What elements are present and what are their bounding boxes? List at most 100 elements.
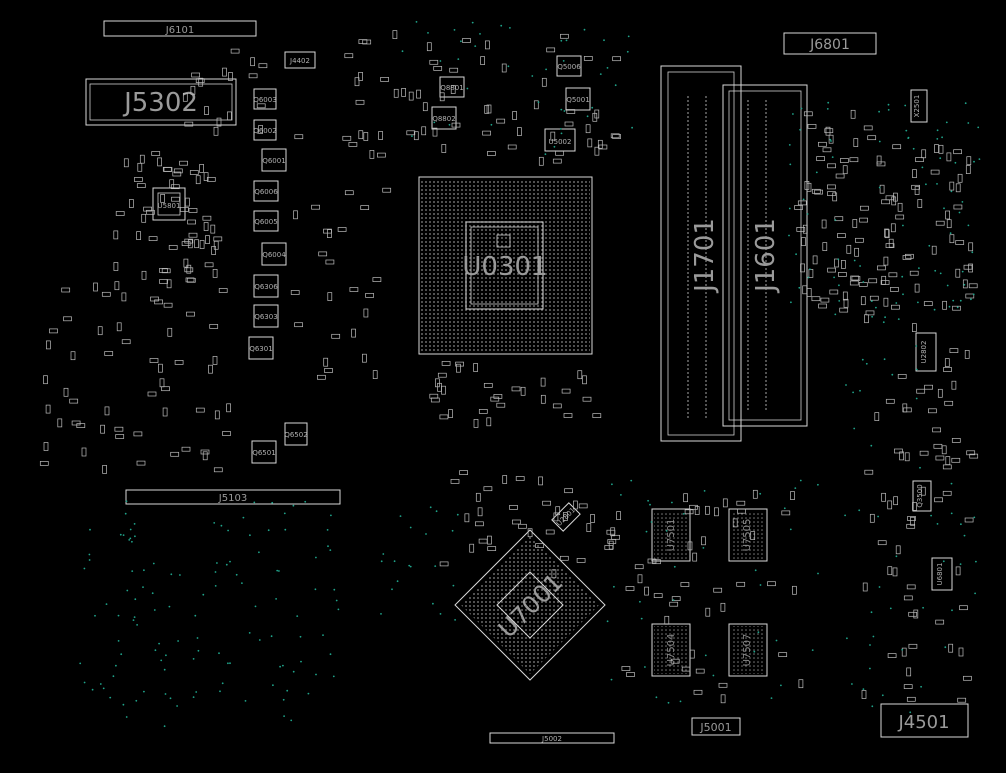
passive-pad	[555, 150, 564, 156]
passive-pad	[683, 493, 688, 503]
via	[672, 599, 675, 601]
passive-pad	[136, 460, 146, 466]
via	[834, 313, 837, 316]
transistor-q6502[interactable]: Q6502	[284, 422, 308, 446]
passive-pad	[147, 391, 157, 397]
passive-pad	[692, 552, 698, 562]
passive-pad	[932, 427, 941, 433]
component-j1601[interactable]: J1601	[722, 84, 808, 427]
memory-u7504[interactable]: U7504	[651, 623, 691, 677]
passive-pad	[705, 607, 711, 617]
passive-pad	[951, 457, 961, 463]
transistor-q8801[interactable]: Q8801	[439, 76, 465, 98]
passive-pad	[179, 160, 188, 166]
passive-pad	[714, 507, 719, 517]
passive-pad	[908, 643, 918, 649]
ic-u5002[interactable]: U5002	[544, 128, 576, 152]
connector-j6801[interactable]: J6801	[783, 32, 877, 55]
transistor-q3500[interactable]: Q3500	[912, 480, 932, 512]
via	[179, 574, 181, 576]
transistor-q6004[interactable]: Q6004	[261, 242, 287, 266]
passive-pad	[183, 258, 189, 268]
passive-pad	[911, 184, 920, 190]
transistor-q6006[interactable]: Q6006	[253, 180, 279, 202]
passive-pad	[832, 192, 838, 202]
via	[973, 160, 975, 163]
via	[279, 665, 281, 668]
passive-pad	[860, 205, 869, 211]
via	[837, 258, 840, 261]
via	[225, 563, 228, 566]
component-u7001[interactable]: U7001	[454, 529, 606, 681]
passive-pad	[517, 127, 522, 136]
transistor-q6301[interactable]: Q6301	[248, 336, 274, 360]
via	[944, 646, 947, 649]
connector-j5103[interactable]: J5103	[125, 489, 341, 505]
via	[614, 84, 617, 87]
via	[865, 362, 868, 365]
passive-pad	[63, 387, 69, 397]
passive-pad	[116, 322, 122, 332]
passive-pad	[934, 144, 939, 153]
memory-u7505[interactable]: U7505	[728, 508, 768, 562]
ic-u2801[interactable]: U2801	[551, 502, 581, 532]
ic-u6801[interactable]: U6801	[931, 557, 953, 591]
passive-pad	[362, 39, 372, 45]
transistor-q6003[interactable]: Q6003	[253, 88, 277, 110]
passive-pad	[842, 165, 848, 175]
passive-pad	[43, 442, 49, 451]
via	[164, 693, 167, 695]
transistor-q6501[interactable]: Q6501	[251, 440, 277, 464]
via	[603, 39, 605, 42]
passive-pad	[533, 100, 539, 110]
passive-pad	[101, 291, 111, 297]
transistor-q6303[interactable]: Q6303	[253, 304, 279, 328]
transistor-q5006[interactable]: Q5006	[556, 55, 582, 77]
connector-j6101[interactable]: J6101	[103, 20, 257, 37]
passive-pad	[535, 543, 544, 548]
passive-pad	[944, 400, 954, 406]
transistor-q5001[interactable]: Q5001	[565, 87, 591, 111]
passive-pad	[327, 229, 332, 238]
passive-pad	[807, 124, 817, 129]
passive-pad	[169, 179, 175, 189]
passive-pad	[209, 324, 219, 329]
via	[202, 593, 205, 596]
transistor-q8802[interactable]: Q8802	[431, 106, 457, 130]
via	[759, 584, 762, 586]
passive-pad	[794, 205, 803, 210]
transistor-q6005[interactable]: Q6005	[253, 210, 279, 232]
connector-j4402[interactable]: J4402	[284, 51, 316, 69]
component-u0301[interactable]: U0301	[418, 176, 593, 355]
component-j5302[interactable]: J5302	[85, 78, 237, 126]
passive-pad	[154, 299, 163, 305]
component-j4501[interactable]: J4501	[880, 703, 969, 738]
transistor-q6306[interactable]: Q6306	[253, 274, 279, 298]
transistor-q6002[interactable]: Q6002	[253, 119, 277, 141]
passive-pad	[372, 277, 382, 282]
via	[474, 45, 477, 47]
memory-u7507[interactable]: U7507	[728, 623, 768, 677]
via	[315, 673, 317, 676]
connector-j5001[interactable]: J5001	[691, 717, 741, 736]
passive-pad	[931, 245, 937, 255]
passive-pad	[963, 264, 973, 270]
via	[869, 667, 871, 670]
via	[425, 533, 427, 535]
passive-pad	[964, 517, 974, 523]
connector-j5002[interactable]: J5002	[489, 732, 615, 744]
passive-pad	[448, 409, 453, 418]
via	[429, 506, 432, 509]
transistor-q6001[interactable]: Q6001	[261, 148, 287, 172]
crystal-x2501[interactable]: X2501	[910, 89, 928, 123]
passive-pad	[401, 88, 406, 97]
via	[878, 110, 880, 113]
passive-pad	[894, 448, 903, 454]
memory-u7501[interactable]: U7501	[651, 508, 691, 562]
ic-u2802[interactable]: U2802	[915, 332, 937, 372]
via	[610, 678, 613, 681]
via	[858, 509, 861, 512]
component-j1701[interactable]: J1701	[660, 65, 742, 442]
ic-u5801[interactable]: U5801	[152, 187, 186, 221]
passive-pad	[827, 163, 836, 169]
